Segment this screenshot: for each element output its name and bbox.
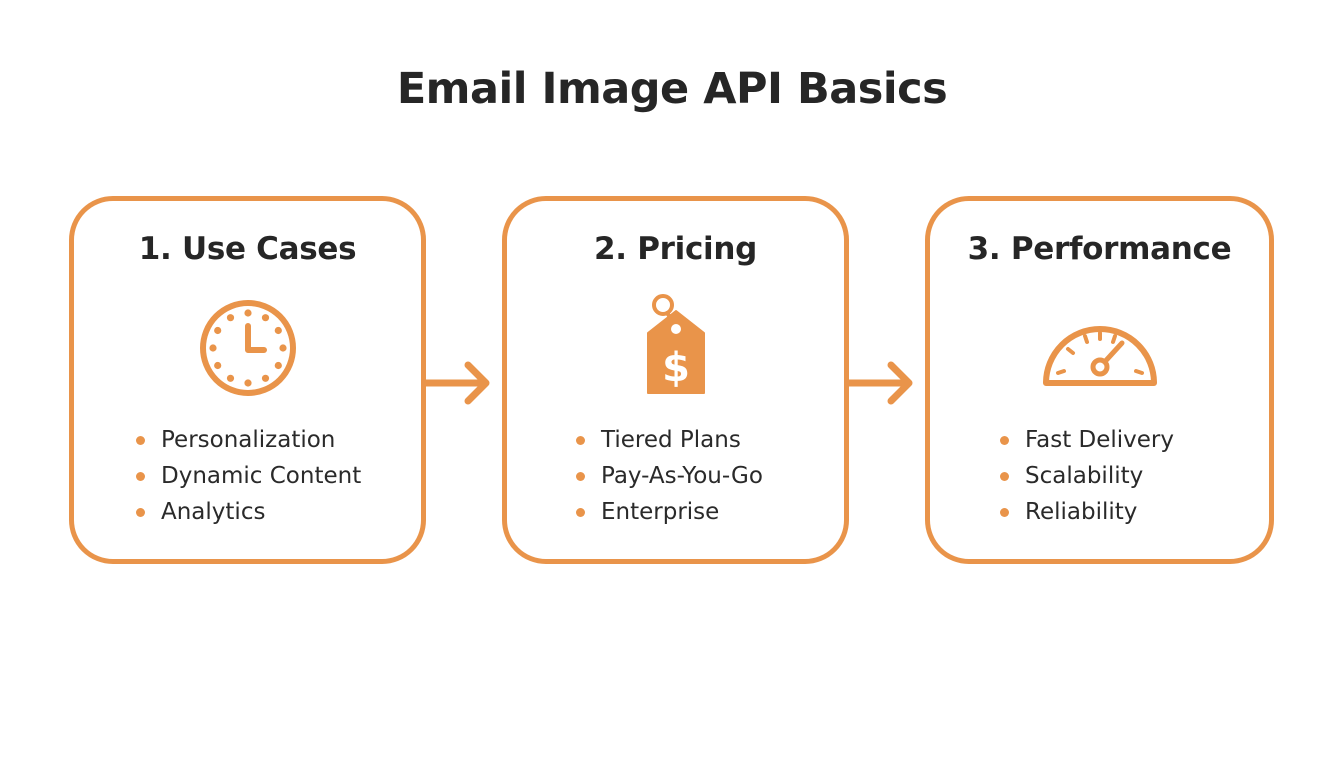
step-card-use-cases: 1. Use Cases Personalization Dynamic (69, 196, 426, 564)
list-item: Enterprise (576, 494, 763, 530)
bullet-dot (1000, 472, 1009, 481)
list-item: Pay-As-You-Go (576, 458, 763, 494)
arrow-right-icon (424, 361, 490, 405)
bullet-list: Personalization Dynamic Content Analytic… (136, 422, 361, 530)
bullet-list: Fast Delivery Scalability Reliability (1000, 422, 1174, 530)
bullet-dot (576, 472, 585, 481)
arrow-right-icon (847, 361, 913, 405)
list-item: Analytics (136, 494, 361, 530)
svg-text:$: $ (662, 345, 690, 391)
speedometer-icon (1042, 326, 1157, 386)
list-item: Fast Delivery (1000, 422, 1174, 458)
page-title: Email Image API Basics (396, 64, 948, 114)
bullet-dot (136, 472, 145, 481)
bullet-dot (576, 508, 585, 517)
bullet-dot (1000, 508, 1009, 517)
price-tag-icon: $ (646, 294, 705, 394)
list-item: Dynamic Content (136, 458, 361, 494)
bullet-dot (136, 508, 145, 517)
clock-icon (199, 300, 296, 396)
bullet-dot (1000, 436, 1009, 445)
bullet-dot (576, 436, 585, 445)
list-item: Tiered Plans (576, 422, 763, 458)
step-title: 2. Pricing (593, 231, 758, 267)
step-title: 1. Use Cases (138, 231, 357, 267)
step-card-pricing: 2. Pricing $ Tiered Plans Pay-As-You-Go … (502, 196, 849, 564)
step-card-performance: 3. Performance Fast Delivery Scalability… (925, 196, 1274, 564)
list-item: Personalization (136, 422, 361, 458)
list-item: Reliability (1000, 494, 1174, 530)
bullet-list: Tiered Plans Pay-As-You-Go Enterprise (576, 422, 763, 530)
bullet-dot (136, 436, 145, 445)
list-item: Scalability (1000, 458, 1174, 494)
step-title: 3. Performance (967, 231, 1232, 267)
